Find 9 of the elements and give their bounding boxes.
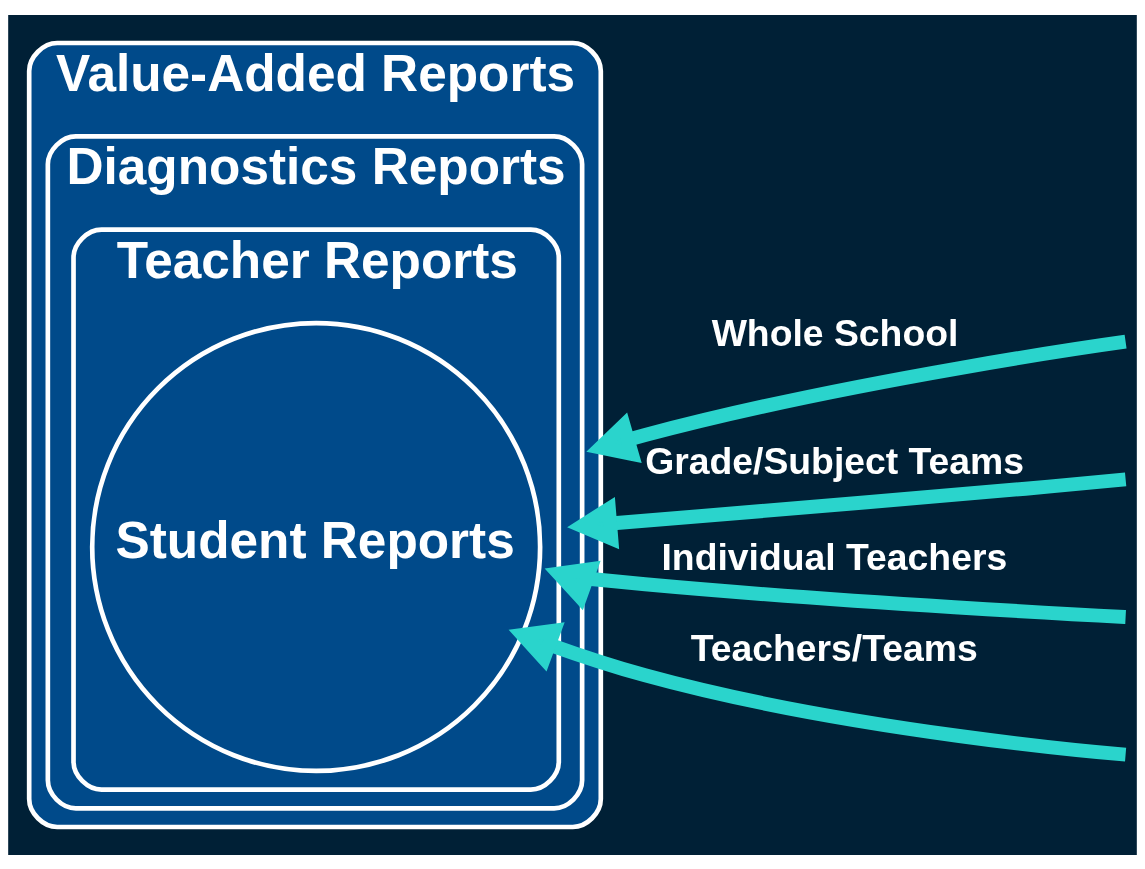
arrow <box>508 621 1127 762</box>
edge-label: Whole School <box>711 311 959 354</box>
arrow <box>586 334 1127 463</box>
arrow <box>544 560 1126 624</box>
edge-label: Individual Teachers <box>661 535 1008 578</box>
edge-label: Grade/Subject Teams <box>645 439 1025 482</box>
arrow <box>567 471 1127 549</box>
edge-label: Teachers/Teams <box>690 626 978 669</box>
node-circle: Student Reports <box>89 320 543 773</box>
